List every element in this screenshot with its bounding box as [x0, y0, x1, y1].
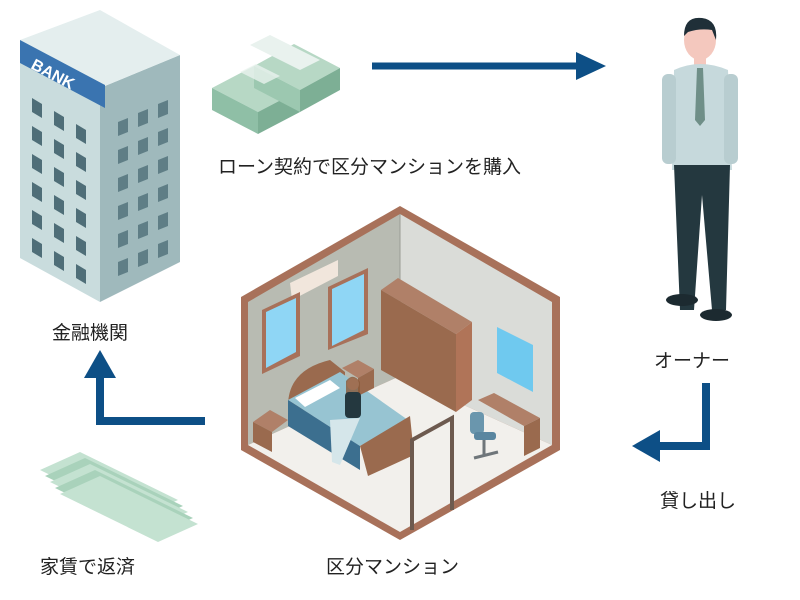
shape: [76, 180, 86, 200]
shape: [54, 251, 64, 271]
shape: [118, 258, 128, 276]
apartment-label: 区分マンション: [326, 556, 460, 578]
shape: [138, 249, 148, 267]
shape: [54, 167, 64, 187]
owner-label: オーナー: [654, 350, 731, 372]
bills-illustration: [40, 452, 198, 542]
repay-label: 家賃で返済: [40, 556, 136, 578]
shape: [118, 174, 128, 192]
bank-building-illustration: BANK: [20, 10, 180, 302]
shape: [138, 221, 148, 239]
shape: [60, 476, 198, 542]
shape: [76, 236, 86, 256]
shape: [158, 212, 168, 230]
shape: [32, 126, 42, 146]
shape: [54, 223, 64, 243]
shape: [54, 139, 64, 159]
shape: [158, 100, 168, 118]
shape: [118, 118, 128, 136]
money-stack-illustration: [212, 35, 340, 134]
loan-purchase-label: ローン契約で区分マンションを購入: [218, 156, 522, 178]
arrow-repay: [84, 350, 205, 425]
arrow-rent-out: [632, 383, 710, 462]
shape: [138, 165, 148, 183]
shape: [138, 193, 148, 211]
shape: [32, 210, 42, 230]
rent-out-label: 貸し出し: [660, 490, 737, 512]
bank-label: 金融機関: [52, 322, 129, 344]
shape: [118, 146, 128, 164]
shape: [158, 156, 168, 174]
shape: [138, 137, 148, 155]
apartment-room-illustration: [241, 206, 560, 540]
shape: [158, 240, 168, 258]
arrow-purchase: [372, 52, 606, 80]
shape: [76, 208, 86, 228]
shape: [158, 184, 168, 202]
shape: [118, 202, 128, 220]
owner-person-illustration: [662, 17, 738, 321]
shape: [32, 154, 42, 174]
shape: [32, 182, 42, 202]
shape: [32, 98, 42, 118]
shape: [32, 238, 42, 258]
shape: [54, 111, 64, 131]
shape: [158, 128, 168, 146]
shape: [118, 230, 128, 248]
shape: [76, 264, 86, 284]
shape: [138, 109, 148, 127]
shape: [54, 195, 64, 215]
shape: [76, 152, 86, 172]
shape: [76, 124, 86, 144]
